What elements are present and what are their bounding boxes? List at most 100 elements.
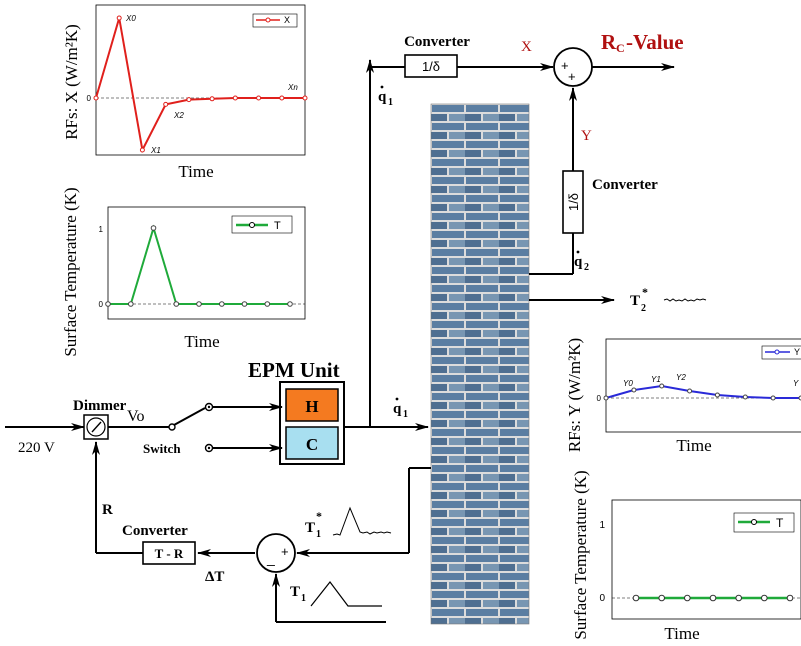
r-signal-label: R	[102, 502, 113, 518]
svg-text:q: q	[378, 89, 387, 105]
rf-y-point-6	[770, 395, 776, 401]
temp2-point-4	[735, 594, 743, 602]
temp2-points	[632, 594, 794, 602]
rf-y-point-0	[603, 395, 609, 401]
rf-x-point-2	[139, 147, 145, 153]
t1-star-label: T 1 *	[305, 509, 322, 540]
temp1-legend: T	[231, 215, 293, 234]
rf-x-point-label-1: X1	[150, 146, 161, 155]
svg-text:*: *	[642, 285, 648, 299]
rf-x-points	[93, 15, 308, 153]
svg-text:q: q	[393, 401, 402, 417]
x-signal-label: X	[521, 39, 532, 55]
epm-unit-title: EPM Unit	[248, 358, 340, 382]
rf-y-ylabel: RFs: Y (W/m²K)	[565, 338, 584, 452]
temp1-point-4	[196, 301, 202, 307]
temp2-legend: T	[733, 512, 795, 533]
temp2-ytick-0: 0	[599, 593, 605, 604]
rf-y-point-label-2: Y2	[676, 373, 686, 382]
surface-temp-chart-2: 0 1 T Time Surface Temperature (K)	[571, 470, 801, 643]
svg-text:1: 1	[403, 409, 408, 420]
rf-x-xlabel: Time	[178, 162, 213, 181]
rf-y-point-label-1: Y1	[651, 375, 661, 384]
sum-top-plus-2: +	[568, 69, 576, 84]
supply-voltage-label: 220 V	[18, 440, 55, 456]
rf-y-point-1	[631, 387, 637, 393]
converter-top-gain: 1/δ	[422, 59, 440, 74]
converter-bottom-label: Converter	[122, 523, 188, 539]
t2-star-signal	[663, 298, 707, 302]
temp1-points	[105, 225, 293, 307]
tr-converter-block	[142, 541, 196, 565]
heater-box[interactable]	[285, 388, 339, 422]
svg-text:T: T	[305, 520, 315, 536]
temp2-xlabel: Time	[664, 624, 699, 643]
rf-y-xlabel: Time	[676, 436, 711, 455]
rf-x-series-line	[95, 17, 305, 154]
temp2-point-6	[786, 594, 794, 602]
t1-signal	[310, 581, 382, 607]
svg-text:2: 2	[584, 262, 589, 273]
brick-wall-sample	[430, 103, 530, 625]
switch-lever[interactable]	[173, 407, 206, 426]
rf-x-legend: X	[252, 13, 298, 28]
svg-text:2: 2	[641, 303, 646, 314]
temp1-point-5	[219, 301, 225, 307]
rf-x-ytick-0: 0	[87, 94, 92, 103]
t1-star-signal	[332, 506, 392, 536]
t2-star-label: T 2 *	[630, 285, 648, 314]
svg-text:R: R	[601, 30, 617, 54]
heater-label: H	[305, 397, 318, 416]
temp2-ylabel: Surface Temperature (K)	[571, 470, 590, 639]
temp2-point-3	[709, 594, 717, 602]
rf-y-series-line	[605, 384, 801, 399]
temp1-point-0	[105, 301, 111, 307]
sum-junction-bottom	[256, 533, 296, 573]
dimmer-label: Dimmer	[73, 398, 127, 414]
rf-x-point-8	[279, 95, 285, 101]
top-signal-path: 1/δ Converter X q 1 + + R C -Value Y 1/δ…	[366, 30, 707, 427]
temp1-ytick-1: 1	[99, 225, 104, 234]
rf-y-point-label-n: Y	[793, 379, 799, 388]
rf-x-point-4	[186, 97, 192, 103]
svg-text:-Value: -Value	[626, 30, 684, 54]
converter-mid-gain: 1/δ	[566, 193, 581, 211]
vo-label: Vo	[127, 408, 145, 425]
delta-t-label: ΔT	[205, 569, 224, 585]
rf-x-ylabel: RFs: X (W/m²K)	[62, 24, 81, 140]
rf-y-point-5	[742, 394, 748, 400]
temp1-point-8	[287, 301, 293, 307]
rf-y-point-2	[659, 383, 665, 389]
tr-block-label: T - R	[155, 546, 184, 561]
temp1-ylabel: Surface Temperature (K)	[61, 187, 80, 356]
rf-x-point-label-n: Xn	[287, 83, 298, 92]
rf-x-point-label-0: X0	[125, 14, 136, 23]
sum-top-plus-1: +	[561, 58, 569, 73]
rf-x-legend-label: X	[284, 15, 290, 25]
q1-mid-label: q 1	[393, 397, 408, 420]
t1-label: T 1	[290, 584, 306, 604]
temp2-point-0	[632, 594, 640, 602]
epm-unit-frame	[279, 381, 345, 465]
rf-y-legend: Y	[761, 345, 801, 360]
rf-x-point-label-2: X2	[173, 111, 184, 120]
temp1-point-3	[173, 301, 180, 307]
switch-label: Switch	[143, 441, 181, 456]
svg-text:1: 1	[301, 593, 306, 604]
temp2-point-2	[684, 594, 691, 602]
y-signal-label: Y	[581, 128, 592, 144]
rf-x-point-9	[302, 95, 308, 101]
sum-bottom-plus: +	[281, 544, 289, 559]
temp2-legend-label: T	[776, 516, 784, 530]
rf-y-legend-label: Y	[794, 347, 800, 357]
svg-text:C: C	[616, 41, 625, 55]
cooler-box[interactable]	[285, 426, 339, 460]
power-circuit: 220 V Dimmer Vo Switch R T - R Converter…	[5, 398, 431, 623]
epm-unit: EPM Unit H C q 1	[248, 358, 429, 465]
svg-text:1: 1	[388, 97, 393, 108]
svg-text:q: q	[574, 254, 583, 270]
svg-text:1: 1	[316, 529, 321, 540]
svg-text:T: T	[290, 584, 300, 600]
converter-top-label: Converter	[404, 34, 470, 50]
